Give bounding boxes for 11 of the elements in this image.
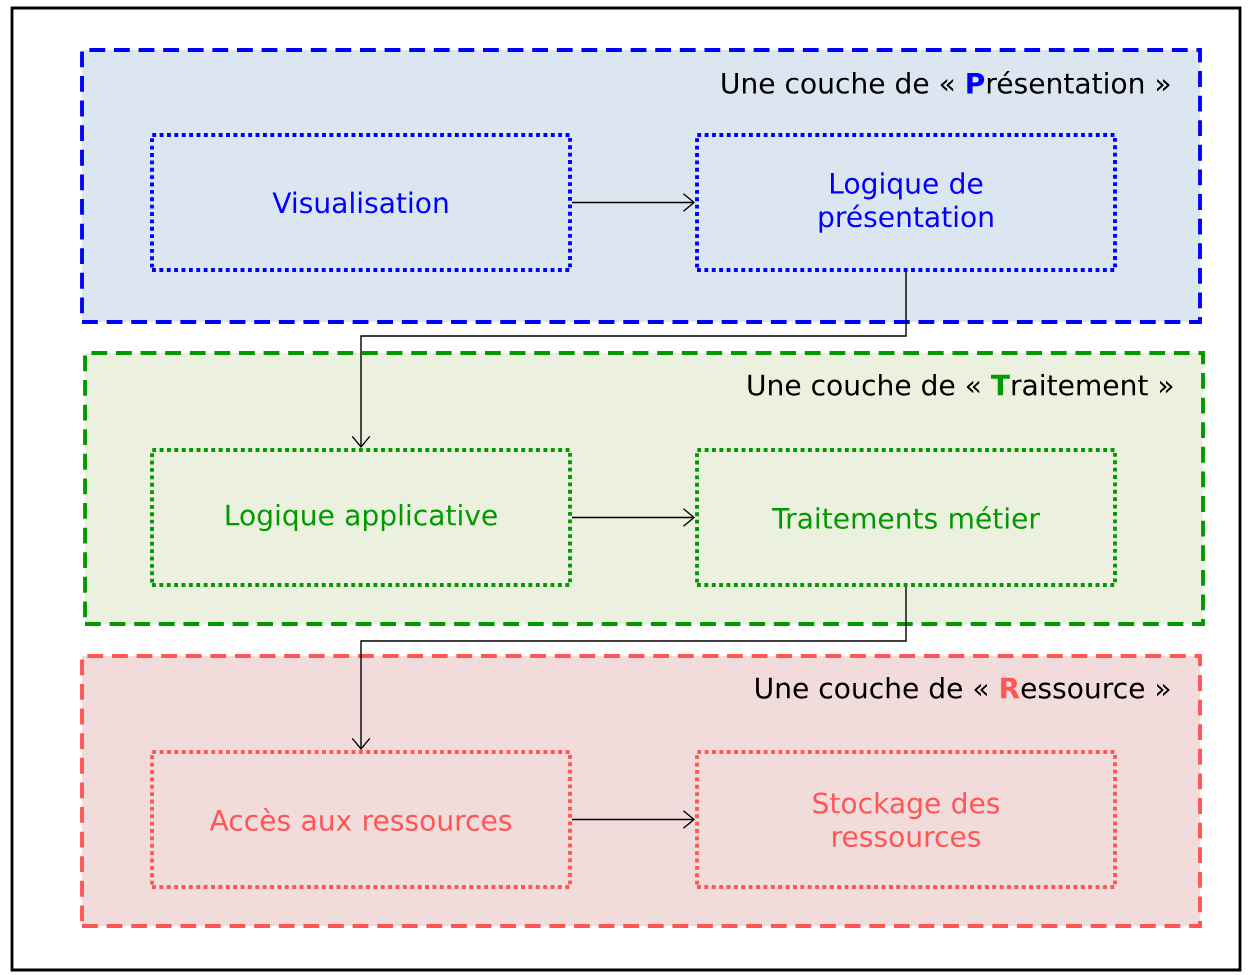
arrow: [571, 810, 696, 829]
arrow: [351, 586, 907, 751]
process-box: Logique de présentation: [695, 133, 1117, 272]
process-box: Logique applicative: [150, 448, 572, 587]
arrow: [571, 508, 696, 527]
process-box: Accès aux ressources: [150, 750, 572, 889]
process-box: Traitements métier: [695, 448, 1117, 587]
process-box: Stockage des ressources: [695, 750, 1117, 889]
arrow: [571, 193, 696, 212]
arrow: [351, 271, 907, 449]
process-box: Visualisation: [150, 133, 572, 272]
